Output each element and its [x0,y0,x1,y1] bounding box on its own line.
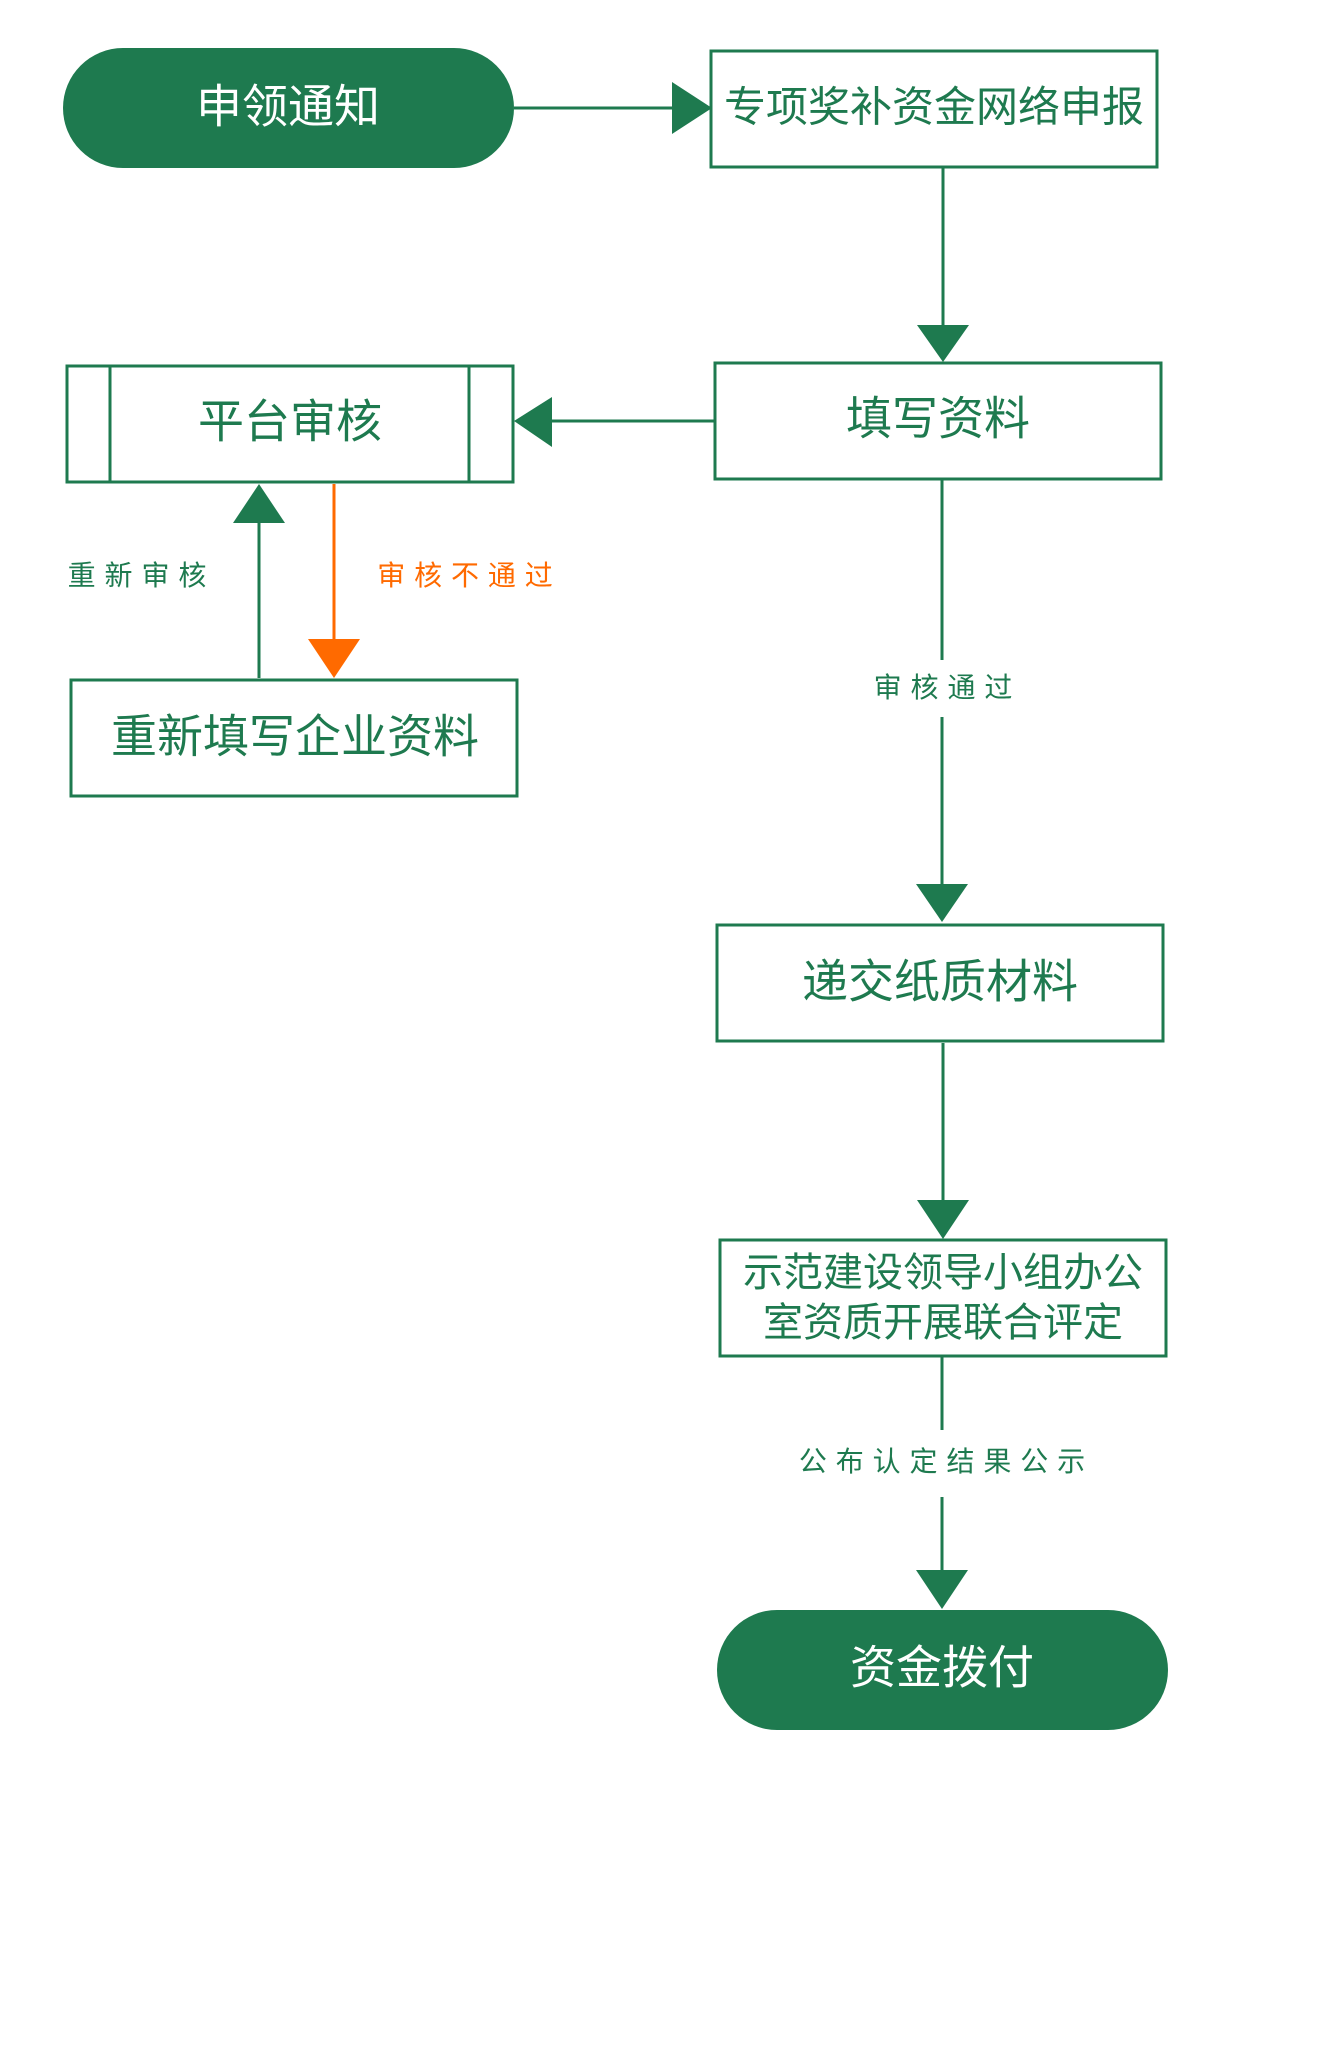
start-terminal-label: 申领通知 [196,80,380,134]
arrowhead-down-reject [308,639,360,678]
edge-label-publish-result: 公 布 认 定 结 果 公 示 [799,1445,1085,1478]
arrowhead-left [514,397,552,447]
joint-assessment-label-line2: 室资质开展联合评定 [763,1300,1123,1346]
refill-info-label: 重新填写企业资料 [111,710,479,764]
edge-label-re-review: 重 新 审 核 [68,559,207,592]
submit-paper-label: 递交纸质材料 [802,955,1078,1009]
arrowhead-down [917,325,969,362]
end-terminal [717,1610,1168,1730]
edge-label-review-passed: 审 核 通 过 [874,671,1013,704]
platform-review-label: 平台审核 [198,395,382,449]
start-terminal [63,48,514,168]
arrowhead-down [917,1200,969,1239]
arrowhead-right [672,82,712,134]
online-application-box [709,49,1159,169]
end-terminal-label: 资金拨付 [850,1641,1034,1695]
submit-paper-box [715,923,1165,1043]
arrowhead-up [233,484,285,523]
fill-info-box [713,361,1163,481]
joint-assessment-box [718,1238,1168,1358]
edge-label-review-failed: 审 核 不 通 过 [377,559,553,592]
arrowhead-down [916,884,968,922]
fill-info-label: 填写资料 [846,392,1030,446]
online-application-label: 专项奖补资金网络申报 [724,83,1144,132]
platform-review-box [65,364,515,484]
arrowhead-down [916,1570,968,1609]
joint-assessment-label-line1: 示范建设领导小组办公 [743,1250,1143,1296]
refill-info-box [69,678,519,798]
